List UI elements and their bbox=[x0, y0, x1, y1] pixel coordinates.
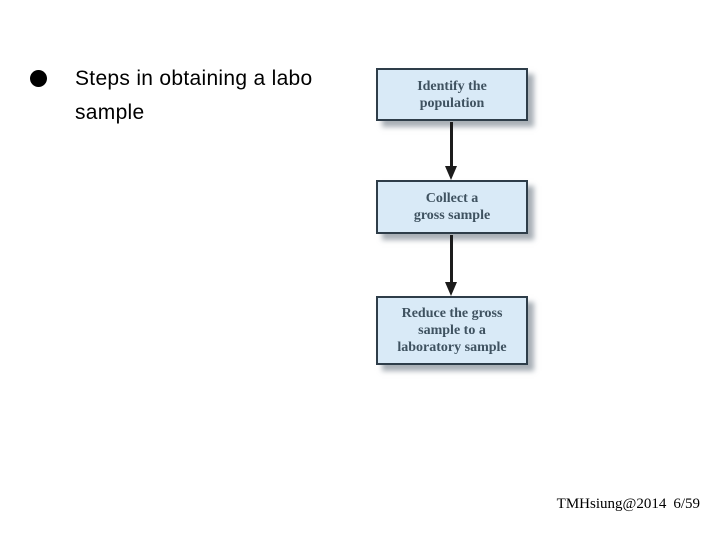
flow-box-identify-population: Identify the population bbox=[376, 68, 528, 121]
footer-credit: TMHsiung@2014 bbox=[556, 496, 667, 512]
flow-box-line: gross sample bbox=[413, 208, 491, 223]
flow-box-line: population bbox=[419, 95, 485, 111]
flow-box-line: Reduce the gross bbox=[401, 306, 503, 321]
down-arrow-head-icon bbox=[445, 282, 457, 296]
footer-page-number: 6/59 bbox=[673, 496, 700, 512]
down-arrow-shaft bbox=[450, 235, 453, 282]
slide-footer: TMHsiung@2014 6/59 bbox=[557, 496, 700, 513]
down-arrow-shaft bbox=[450, 122, 453, 166]
flow-box-line: sample to a bbox=[418, 323, 486, 338]
flow-box-line: Collect a bbox=[425, 191, 479, 206]
slide-title-line-1: Steps in obtaining a labo bbox=[75, 67, 313, 90]
down-arrow-head-icon bbox=[445, 166, 457, 180]
flow-box-line: Identify the bbox=[417, 78, 487, 94]
slide-title-line-2: sample bbox=[75, 101, 145, 124]
flow-box-collect-gross-sample: Collect a gross sample bbox=[376, 180, 528, 234]
flow-box-line: laboratory sample bbox=[397, 340, 507, 355]
flow-box-reduce-to-laboratory-sample: Reduce the gross sample to a laboratory … bbox=[376, 296, 528, 365]
flowchart-figure: Identify the population Collect a gross … bbox=[363, 58, 559, 380]
bullet-icon bbox=[30, 70, 47, 87]
slide-title: Steps in obtaining a labo sample bbox=[75, 62, 375, 130]
